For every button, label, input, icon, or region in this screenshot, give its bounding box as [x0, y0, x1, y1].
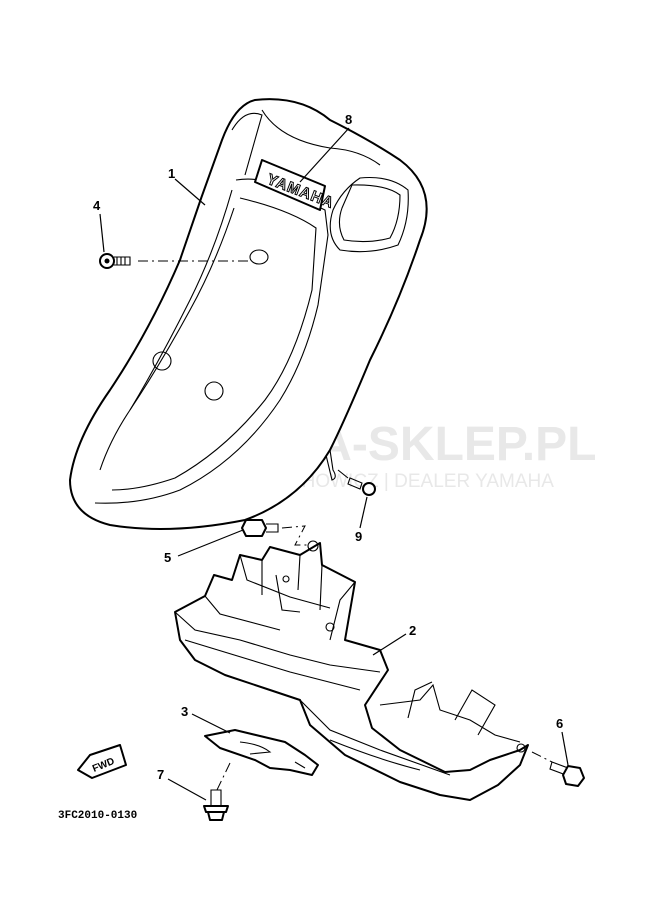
- leg-shield-front: [69, 98, 428, 530]
- callout-6: 6: [556, 716, 563, 731]
- callout-2: 2: [409, 623, 416, 638]
- callout-1: 1: [168, 166, 175, 181]
- bolt-6: [531, 751, 585, 787]
- callout-3: 3: [181, 704, 188, 719]
- under-cover: [174, 540, 529, 801]
- callouts: 1 2 3 4 5 6 7 8 9: [93, 112, 569, 801]
- callout-9: 9: [355, 529, 362, 544]
- callout-7: 7: [157, 767, 164, 782]
- yamaha-emblem: YAMAHA: [254, 159, 337, 212]
- bolt-5: [241, 519, 310, 546]
- screw-9: [337, 469, 376, 496]
- plate-3: [204, 729, 319, 776]
- callout-5: 5: [164, 550, 171, 565]
- callout-4: 4: [93, 198, 101, 213]
- diagram-code: 3FC2010-0130: [58, 810, 137, 822]
- screw-4: [99, 253, 250, 269]
- forward-arrow-icon: FWD: [77, 744, 127, 779]
- screw-7: [203, 762, 231, 821]
- callout-8: 8: [345, 112, 352, 127]
